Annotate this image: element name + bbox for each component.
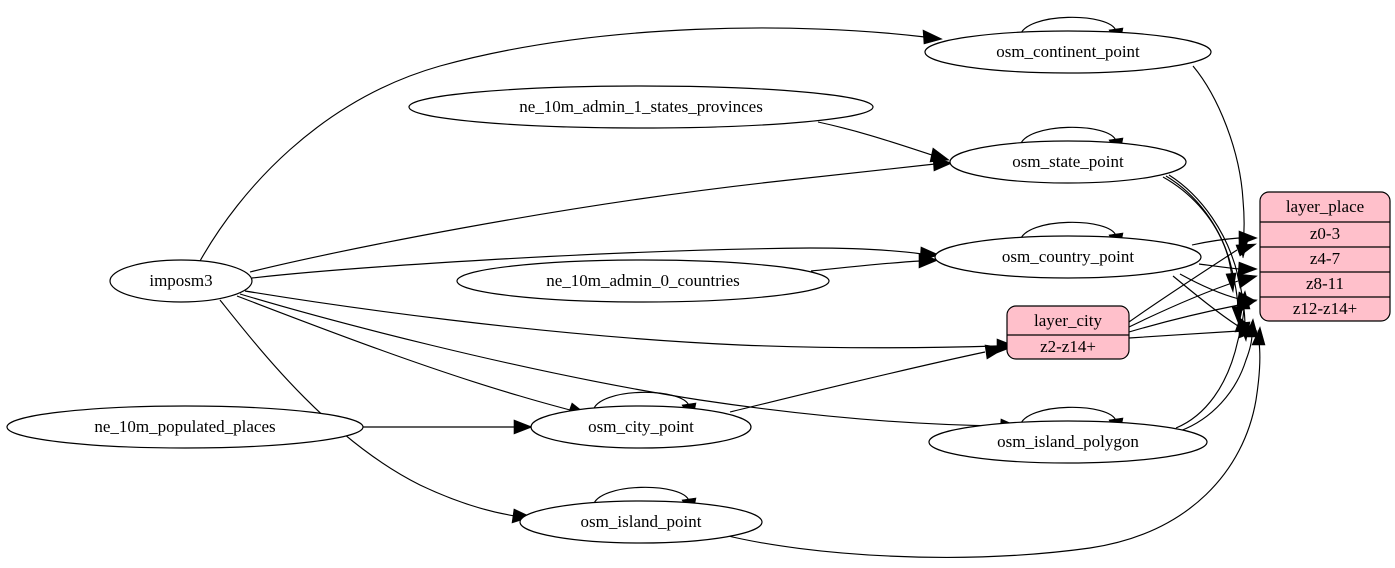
node-osm_continent_point[interactable]: osm_continent_point: [924, 30, 1212, 74]
node-osm_island_point[interactable]: osm_island_point: [519, 500, 763, 544]
node-osm_country_point[interactable]: osm_country_point: [934, 235, 1202, 279]
edge-imposm3-to-osm_city_point: [236, 295, 587, 418]
node-label-ne_10m_admin_1_states_provinces: ne_10m_admin_1_states_provinces: [519, 97, 763, 116]
record-node-layer_place[interactable]: layer_place z0-3 z4-7 z8-11 z12-z14+: [1259, 191, 1391, 322]
node-label-osm_country_point: osm_country_point: [1002, 247, 1134, 266]
edge-ne_10m_admin_1_states_provinces-to-osm_state_point: [817, 121, 950, 163]
edge-layer_city-to-layer_place_z0_3: [1128, 243, 1257, 323]
node-shape-osm_city_point: [530, 405, 752, 449]
node-shape-ne_10m_admin_0_countries: [456, 259, 830, 303]
edge-layer_city-to-layer_place_z4_7: [1128, 273, 1258, 328]
node-osm_island_polygon[interactable]: osm_island_polygon: [928, 420, 1208, 464]
node-ne_10m_admin_1_states_provinces[interactable]: ne_10m_admin_1_states_provinces: [408, 85, 874, 129]
edge-imposm3-to-osm_continent_point: [199, 27, 943, 262]
node-ne_10m_populated_places[interactable]: ne_10m_populated_places: [6, 405, 364, 449]
record-row-layer_city-z2-z14[interactable]: z2-z14+: [1040, 337, 1096, 356]
record-node-layer_city[interactable]: layer_city z2-z14+: [1006, 305, 1130, 360]
node-shape-osm_continent_point: [924, 30, 1212, 74]
node-shape-ne_10m_admin_1_states_provinces: [408, 85, 874, 129]
record-box-layer_place: [1259, 191, 1391, 322]
edge-osm_country_point-to-layer_place_z0_3: [1191, 230, 1258, 246]
node-ne_10m_admin_0_countries[interactable]: ne_10m_admin_0_countries: [456, 259, 830, 303]
edge-ne_10m_admin_0_countries-to-osm_country_point: [810, 253, 939, 272]
node-label-ne_10m_admin_0_countries: ne_10m_admin_0_countries: [546, 271, 740, 290]
node-label-osm_island_polygon: osm_island_polygon: [997, 432, 1139, 451]
edge-osm_island_polygon-to-layer_place_z12_z14: [1179, 318, 1259, 432]
edge-imposm3-to-osm_state_point: [249, 156, 953, 273]
record-row-layer_place-z0-3[interactable]: z0-3: [1310, 224, 1340, 243]
node-shape-osm_island_polygon: [928, 420, 1208, 464]
record-row-layer_place-z4-7[interactable]: z4-7: [1310, 249, 1341, 268]
edge-osm_city_point-to-layer_city: [729, 344, 1006, 413]
node-label-osm_state_point: osm_state_point: [1012, 152, 1124, 171]
edge-osm_island_point-to-layer_place_z12_z14: [723, 326, 1266, 558]
record-row-layer_place-header: layer_place: [1286, 197, 1364, 216]
record-row-layer_place-z12-z14[interactable]: z12-z14+: [1293, 299, 1357, 318]
node-shape-osm_state_point: [949, 140, 1187, 184]
node-label-ne_10m_populated_places: ne_10m_populated_places: [94, 417, 275, 436]
node-shape-imposm3: [109, 259, 253, 303]
record-row-layer_city-header: layer_city: [1034, 311, 1102, 330]
node-label-osm_city_point: osm_city_point: [588, 417, 694, 436]
edge-osm_island_polygon-to-layer_place_z8_11: [1175, 290, 1251, 429]
node-osm_city_point[interactable]: osm_city_point: [530, 405, 752, 449]
node-label-osm_continent_point: osm_continent_point: [996, 42, 1140, 61]
edge-osm_continent_point-to-layer_place_z0_3: [1192, 65, 1249, 259]
node-shape-ne_10m_populated_places: [6, 405, 364, 449]
node-label-imposm3: imposm3: [149, 271, 212, 290]
record-box-layer_city: [1006, 305, 1130, 360]
edge-osm_country_point-to-layer_place_z4_7: [1198, 261, 1258, 277]
node-imposm3[interactable]: imposm3: [109, 259, 253, 303]
node-layer: imposm3 ne_10m_admin_1_states_provinces …: [6, 30, 1212, 544]
node-shape-osm_country_point: [934, 235, 1202, 279]
record-row-layer_place-z8-11[interactable]: z8-11: [1306, 274, 1344, 293]
node-shape-osm_island_point: [519, 500, 763, 544]
node-osm_state_point[interactable]: osm_state_point: [949, 140, 1187, 184]
node-label-osm_island_point: osm_island_point: [581, 512, 702, 531]
edge-ne_10m_populated_places-to-osm_city_point: [363, 419, 533, 435]
